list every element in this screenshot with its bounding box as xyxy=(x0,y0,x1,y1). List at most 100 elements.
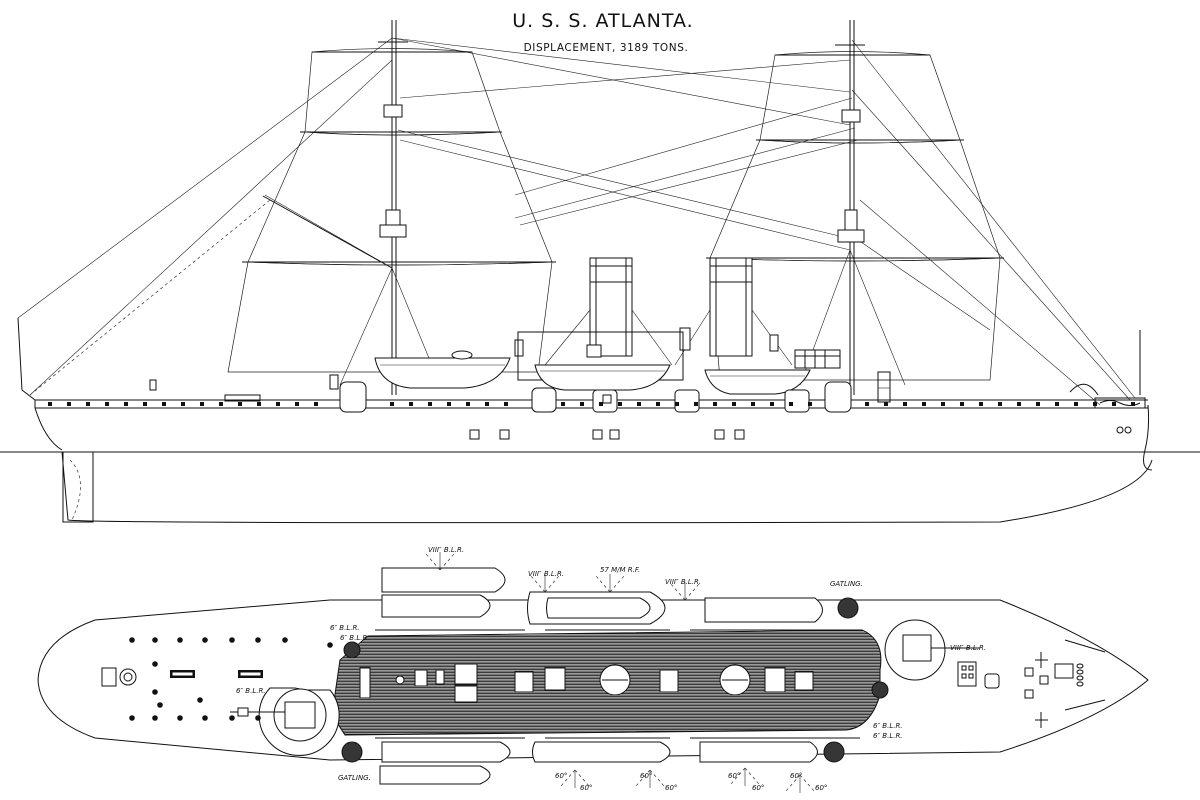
bollard xyxy=(229,715,235,721)
stern-deck-fittings xyxy=(101,667,263,687)
arc-line xyxy=(684,583,700,601)
porthole xyxy=(162,402,166,406)
porthole xyxy=(67,402,71,406)
sponsons xyxy=(339,381,852,413)
porthole xyxy=(124,402,128,406)
gun-label: 6″ B.L.R. xyxy=(873,722,903,730)
porthole xyxy=(1112,402,1116,406)
porthole xyxy=(1017,402,1021,406)
arc-line xyxy=(670,583,686,601)
porthole xyxy=(409,402,413,406)
angle-labels: 60°60°60°60°60°60°60°60° xyxy=(555,772,827,792)
porthole xyxy=(865,402,869,406)
angle-label: 60° xyxy=(580,784,592,792)
bollard xyxy=(152,689,158,695)
deck-boats xyxy=(379,567,823,785)
gun-label: 6″ B.L.R. xyxy=(330,624,360,632)
fore-turret xyxy=(884,619,980,681)
porthole xyxy=(656,402,660,406)
hull-port xyxy=(469,429,480,440)
bollard xyxy=(152,715,158,721)
rigging-lines xyxy=(17,37,1136,406)
porthole xyxy=(143,402,147,406)
porthole xyxy=(238,402,242,406)
gun-label: 6″ B.L.R. xyxy=(873,732,903,740)
hull-port xyxy=(714,429,725,440)
porthole xyxy=(200,402,204,406)
bow-details xyxy=(877,371,1146,434)
spanker-gaff xyxy=(262,195,393,269)
deck-plan: VIII″ B.L.R. VIII″ B.L.R. 6″ B.L.R. 6″ B… xyxy=(37,546,1149,793)
ventilators xyxy=(514,327,779,358)
drawing-title: U. S. S. ATLANTA. xyxy=(512,10,693,32)
angle-label: 60° xyxy=(555,772,567,780)
side-elevation xyxy=(0,20,1200,524)
bollard xyxy=(202,637,208,643)
porthole xyxy=(1074,402,1078,406)
porthole xyxy=(694,402,698,406)
porthole xyxy=(257,402,261,406)
hull-port xyxy=(499,429,510,440)
bollard xyxy=(177,637,183,643)
porthole xyxy=(884,402,888,406)
porthole xyxy=(770,402,774,406)
bollard xyxy=(202,715,208,721)
porthole xyxy=(295,402,299,406)
porthole xyxy=(466,402,470,406)
porthole xyxy=(485,402,489,406)
porthole xyxy=(808,402,812,406)
gun-label: GATLING. xyxy=(338,774,371,782)
hull-port xyxy=(592,429,603,440)
porthole xyxy=(1036,402,1040,406)
gun-label: VIII″ B.L.R. xyxy=(428,546,464,554)
porthole xyxy=(1131,402,1135,406)
angle-label: 60° xyxy=(752,784,764,792)
arc-line xyxy=(544,575,560,593)
bollard xyxy=(229,637,235,643)
stern-details xyxy=(149,374,339,402)
porthole xyxy=(960,402,964,406)
porthole xyxy=(48,402,52,406)
angle-label: 60° xyxy=(815,784,827,792)
main-mast xyxy=(835,20,865,395)
bollard xyxy=(129,637,135,643)
fore-mast-sails xyxy=(227,48,556,373)
title-block: U. S. S. ATLANTA. DISPLACEMENT, 3189 TON… xyxy=(512,10,693,54)
porthole xyxy=(428,402,432,406)
porthole xyxy=(181,402,185,406)
porthole xyxy=(599,402,603,406)
porthole xyxy=(314,402,318,406)
porthole xyxy=(751,402,755,406)
hull-port xyxy=(734,429,745,440)
fore-funnel xyxy=(544,257,673,366)
gun-label: VIII″ B.L.R. xyxy=(950,644,986,652)
bollard xyxy=(152,637,158,643)
aft-funnel xyxy=(674,257,793,366)
bollard xyxy=(255,637,261,643)
deck-hull-outline xyxy=(37,599,1149,761)
porthole xyxy=(276,402,280,406)
porthole xyxy=(713,402,717,406)
bollard xyxy=(327,642,333,648)
porthole xyxy=(86,402,90,406)
deck-bollards xyxy=(129,637,333,721)
angle-label: 60° xyxy=(790,772,802,780)
porthole xyxy=(903,402,907,406)
bollard xyxy=(197,697,203,703)
porthole xyxy=(789,402,793,406)
gun-label: 6″ B.L.R. xyxy=(340,634,370,642)
porthole xyxy=(1055,402,1059,406)
angle-label: 60° xyxy=(640,772,652,780)
bollard xyxy=(282,637,288,643)
porthole xyxy=(922,402,926,406)
porthole xyxy=(979,402,983,406)
porthole xyxy=(580,402,584,406)
bollard xyxy=(255,715,261,721)
side-portholes xyxy=(48,394,1135,440)
arc-line xyxy=(595,575,611,593)
gun-labels: VIII″ B.L.R. VIII″ B.L.R. 6″ B.L.R. 6″ B… xyxy=(236,546,986,782)
gatling-mounts xyxy=(341,597,889,763)
side-boats xyxy=(374,350,811,395)
porthole xyxy=(219,402,223,406)
